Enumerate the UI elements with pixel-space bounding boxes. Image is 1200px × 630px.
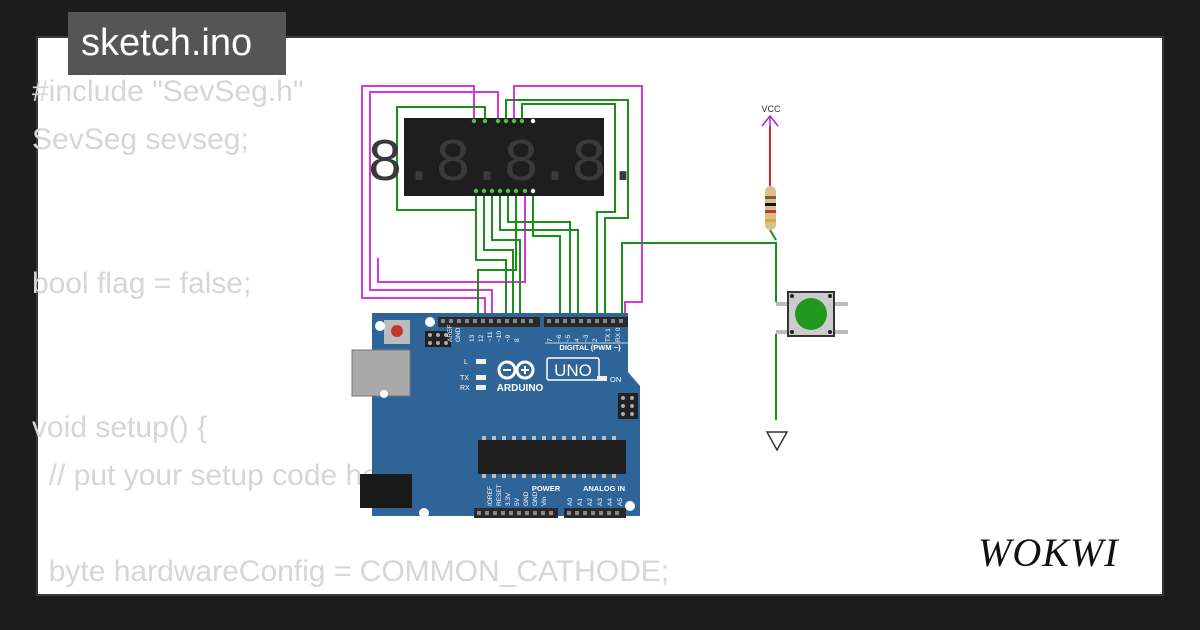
code-line: void setup() { — [32, 411, 208, 444]
code-preview: #include "SevSeg.h" SevSeg sevseg; bool fl… — [32, 68, 669, 596]
resistor[interactable] — [765, 186, 776, 230]
status-leds: L TX RX — [460, 359, 486, 392]
code-line: bool flag = false; — [32, 267, 252, 300]
analog-pin-label: A4 — [607, 498, 614, 506]
analog-pin-label: A5 — [617, 498, 624, 506]
pin-label: 8 — [514, 338, 521, 342]
icsp-header-2 — [618, 393, 638, 419]
display-digits: 8.8.8.8. — [367, 131, 639, 199]
power-pin-label: GND — [532, 491, 539, 506]
pin-label: ~9 — [505, 334, 512, 342]
digital-pwm-label: DIGITAL (PWM ~) — [559, 343, 621, 352]
code-line: byte hardwareConfig = COMMON_CATHODE; — [32, 555, 670, 588]
display-pins-top — [471, 118, 536, 124]
vcc-marker: VCC — [761, 104, 781, 128]
analog-in-label: ANALOG IN — [583, 484, 625, 493]
code-line: SevSeg sevseg; — [32, 123, 249, 156]
ground-symbol — [765, 431, 789, 452]
arduino-logo — [497, 360, 535, 380]
power-pin-label: 3.3V — [505, 492, 512, 506]
power-jack — [360, 474, 412, 508]
power-header — [474, 508, 558, 518]
analog-pin-label: A3 — [597, 498, 604, 506]
power-pin-label: GND — [523, 491, 530, 506]
pin-label: 12 — [478, 334, 485, 342]
reset-button[interactable] — [391, 325, 403, 337]
sketch-filename-tab[interactable]: sketch.ino — [68, 12, 286, 75]
power-pin-label: 5V — [514, 497, 521, 506]
power-pin-label: Vin — [541, 496, 548, 506]
vcc-wire — [769, 126, 777, 241]
arduino-model: UNO — [554, 361, 592, 380]
analog-pin-label: A2 — [587, 498, 594, 506]
pin-label: ~3 — [583, 334, 590, 342]
pin-label: 13 — [469, 334, 476, 342]
pin-label: ~10 — [496, 331, 503, 342]
svg-text:L: L — [464, 359, 468, 366]
pin-label: AREF — [447, 325, 454, 342]
pin-label: 2 — [592, 338, 599, 342]
atmega-chip — [478, 440, 626, 474]
power-pin-label: RESET — [496, 484, 503, 506]
pin-label: ~11 — [487, 331, 494, 342]
wokwi-logo: WOKWI — [978, 530, 1119, 575]
arduino-logo-text: ARDUINO — [497, 383, 544, 394]
icsp-header — [425, 331, 451, 347]
green-wires — [396, 99, 777, 420]
usb-port — [351, 349, 411, 397]
vcc-label: VCC — [761, 104, 781, 114]
chip-pins — [482, 436, 616, 478]
on-led-label: ON — [610, 375, 621, 384]
code-line: #include "SevSeg.h" — [32, 75, 304, 108]
push-button[interactable] — [776, 291, 848, 337]
pin-label: RX 0 — [615, 327, 622, 342]
bottom-pin-holes — [477, 511, 619, 515]
display-pins-bottom — [473, 188, 536, 194]
pin-label: 4 — [574, 338, 581, 342]
sketch-filename: sketch.ino — [81, 22, 253, 64]
pin-label: ~6 — [556, 334, 563, 342]
magenta-wires — [361, 85, 643, 321]
top-pin-holes — [441, 319, 623, 323]
button-cap[interactable] — [795, 298, 827, 330]
pin-label: GND — [455, 327, 462, 342]
analog-pin-label: A1 — [577, 498, 584, 506]
power-pin-label: IOREF — [487, 486, 494, 506]
pin-label: 7 — [547, 338, 554, 342]
seven-segment-display: 8.8.8.8. — [367, 118, 641, 199]
svg-text:RX: RX — [460, 385, 470, 392]
wokwi-logo-text: WOKWI — [978, 530, 1119, 575]
analog-pin-label: A0 — [567, 498, 574, 506]
pin-label: TX 1 — [605, 328, 612, 342]
pin-label: ~5 — [565, 334, 572, 342]
svg-text:TX: TX — [460, 375, 469, 382]
digital-header-right — [544, 317, 628, 327]
power-label: POWER — [532, 484, 561, 493]
